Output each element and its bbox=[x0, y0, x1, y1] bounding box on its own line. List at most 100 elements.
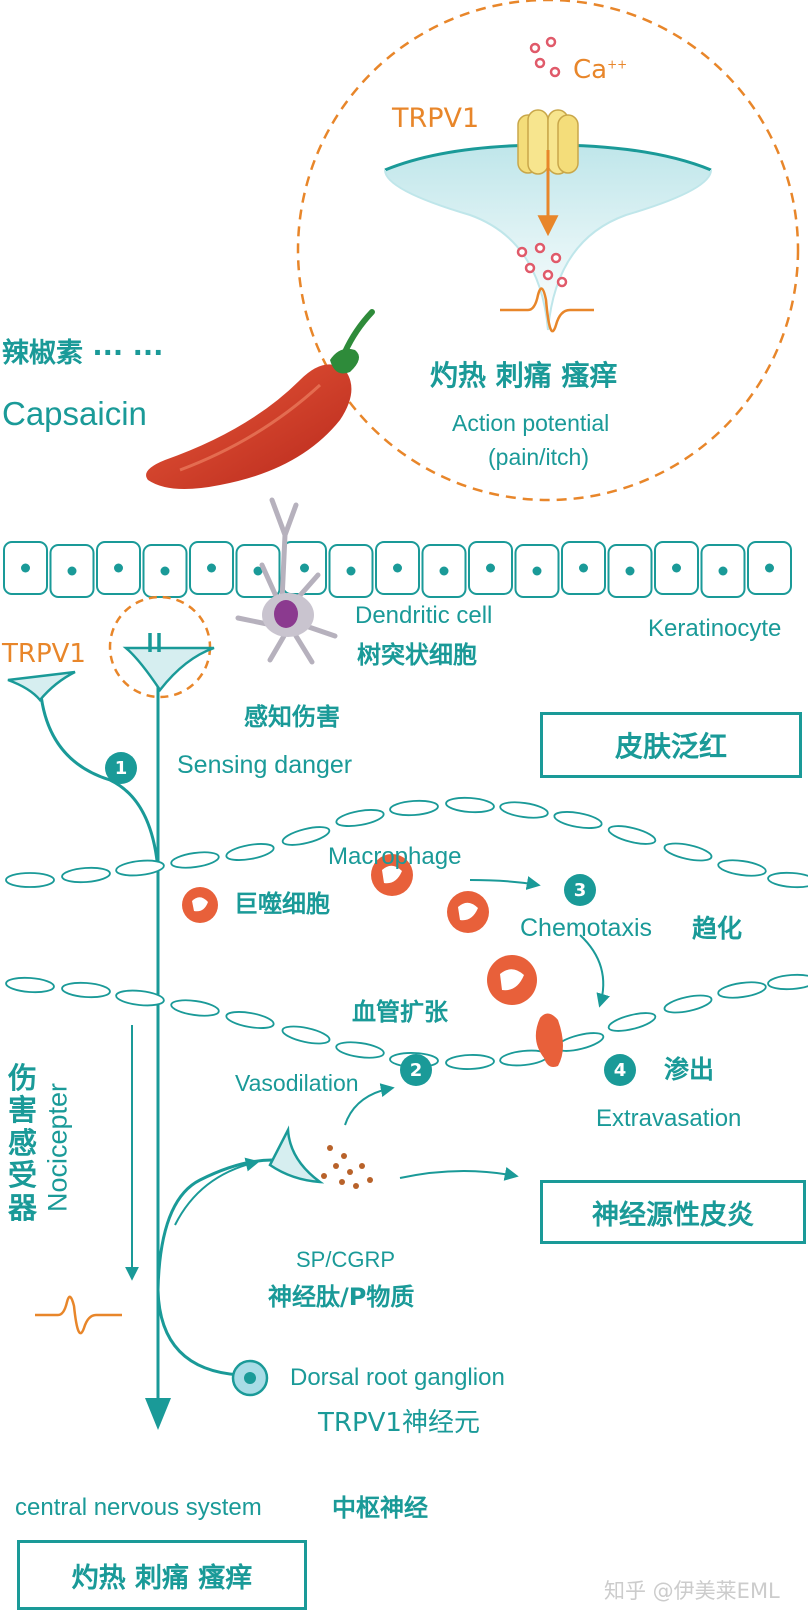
capsaicin-cn-label: 辣椒素 ··· ··· bbox=[2, 338, 164, 369]
vessel-wall-cell bbox=[553, 811, 603, 829]
vessel-wall-cell bbox=[663, 842, 713, 862]
cns-cn-label: 中枢神经 bbox=[332, 1494, 428, 1522]
keratinocyte-nucleus bbox=[207, 563, 216, 573]
vessel-wall-cell bbox=[663, 994, 713, 1014]
vessel-wall-cell bbox=[607, 825, 657, 845]
chili-pepper-icon bbox=[146, 309, 375, 489]
macrophage-cn-label: 巨噬细胞 bbox=[234, 890, 330, 918]
vessel-wall-cell bbox=[717, 981, 767, 999]
keratinocyte-nucleus bbox=[300, 563, 309, 573]
step-2-en-label: Vasodilation bbox=[235, 1070, 359, 1096]
vessel-wall-cell bbox=[225, 843, 275, 861]
vessel-wall-cell bbox=[115, 989, 165, 1007]
keratinocyte-nucleus bbox=[486, 563, 495, 573]
keratinocyte-nucleus bbox=[625, 566, 635, 576]
keratinocyte-nucleus bbox=[67, 566, 77, 576]
flow-arrows bbox=[174, 876, 610, 1226]
vessel-wall-cell bbox=[170, 851, 220, 869]
keratinocyte-nucleus bbox=[765, 563, 774, 573]
vessel-wall-cell bbox=[5, 976, 55, 994]
action-potential-wave-icon bbox=[500, 287, 594, 333]
vessel-wall-cell bbox=[115, 859, 165, 877]
sensation-label: 灼热 刺痛 瘙痒 bbox=[430, 359, 618, 392]
neurogenic-inflammation-box: 神经源性皮炎 bbox=[540, 1180, 806, 1244]
step-3-cn-label: 趋化 bbox=[692, 914, 743, 943]
nerve-ending-center-icon bbox=[122, 646, 215, 693]
drg-neuron-icon bbox=[231, 1359, 269, 1397]
sp-cgrp-label: SP/CGRP bbox=[296, 1247, 396, 1272]
nerve-ending-left-icon bbox=[7, 670, 76, 702]
vessel-wall-cell bbox=[767, 871, 808, 889]
step-2-cn-label: 血管扩张 bbox=[352, 998, 448, 1026]
bottom-sensation-box: 灼热 刺痛 瘙痒 bbox=[17, 1540, 307, 1610]
keratinocyte-nucleus bbox=[346, 566, 356, 576]
vessel-wall-cell bbox=[61, 981, 111, 999]
vessel-wall-cell bbox=[445, 1054, 495, 1070]
zoom-circle bbox=[296, 0, 800, 502]
nerve-fibers bbox=[38, 660, 273, 1400]
vessel-wall-cell bbox=[717, 859, 767, 877]
keratinocyte-nucleus bbox=[393, 563, 402, 573]
step-1-cn-label: 感知伤害 bbox=[244, 703, 340, 731]
pain-itch-label: (pain/itch) bbox=[488, 444, 589, 470]
trpv1-channel-icon bbox=[517, 109, 579, 175]
macrophage-en-label: Macrophage bbox=[328, 843, 462, 870]
step-1-en-label: Sensing danger bbox=[177, 751, 353, 779]
blood-vessel-walls bbox=[5, 796, 808, 1070]
trpv1-receptor-icon bbox=[148, 633, 161, 652]
release-ending-icon bbox=[268, 1125, 325, 1184]
step-1-badge: 1 bbox=[105, 752, 137, 784]
keratinocyte-nucleus bbox=[114, 563, 123, 573]
keratinocyte-label: Keratinocyte bbox=[648, 615, 782, 642]
cns-arrow-icon bbox=[145, 1398, 171, 1430]
keratinocyte-nucleus bbox=[160, 566, 170, 576]
vessel-wall-cell bbox=[5, 872, 55, 888]
neuropeptide-dots-icon bbox=[321, 1145, 373, 1189]
step-2-badge: 2 bbox=[400, 1054, 432, 1086]
keratinocyte-nucleus bbox=[439, 566, 449, 576]
keratinocyte-nucleus bbox=[253, 566, 263, 576]
trpv1-receptor-label: TRPV1 bbox=[2, 639, 86, 669]
neuropeptide-label: 神经肽/P物质 bbox=[268, 1283, 415, 1311]
vessel-wall-cell bbox=[225, 1011, 275, 1029]
vessel-wall-cell bbox=[445, 796, 495, 814]
vessel-wall-cell bbox=[335, 809, 385, 827]
keratinocyte-nucleus bbox=[718, 566, 728, 576]
drg-neuron-label: TRPV1神经元 bbox=[318, 1408, 480, 1438]
dendritic-cell-cn-label: 树突状细胞 bbox=[357, 641, 477, 669]
vessel-wall-cell bbox=[335, 1041, 385, 1059]
vessel-wall-cell bbox=[170, 999, 220, 1017]
watermark: 知乎 @伊美莱EML bbox=[604, 1579, 780, 1603]
action-potential-wave-small-icon bbox=[35, 1295, 122, 1335]
keratinocyte-nucleus bbox=[21, 563, 30, 573]
keratinocyte-nucleus bbox=[532, 566, 542, 576]
vessel-wall-cell bbox=[607, 1012, 657, 1032]
keratinocyte-layer bbox=[3, 541, 792, 598]
keratinocyte-nucleus bbox=[579, 563, 588, 573]
capsaicin-en-label: Capsaicin bbox=[2, 395, 147, 432]
drg-label: Dorsal root ganglion bbox=[290, 1364, 505, 1391]
step-4-cn-label: 渗出 bbox=[664, 1055, 715, 1084]
keratinocyte-nucleus bbox=[672, 563, 681, 573]
vessel-wall-cell bbox=[499, 801, 549, 819]
nociceptor-en-label: Nocicepter bbox=[42, 1082, 73, 1213]
nociceptor-cn-label: 伤害感受器 bbox=[8, 1061, 38, 1225]
dendritic-cell-en-label: Dendritic cell bbox=[355, 602, 493, 629]
calcium-ions-icon bbox=[529, 36, 561, 78]
calcium-label: Ca++ bbox=[573, 55, 628, 85]
vessel-wall-cell bbox=[281, 1025, 331, 1045]
vessel-wall-cell bbox=[767, 973, 808, 991]
intracellular-calcium-icon bbox=[516, 242, 568, 288]
step-4-badge: 4 bbox=[604, 1054, 636, 1086]
vessel-wall-cell bbox=[61, 866, 111, 884]
trpv1-channel-label: TRPV1 bbox=[392, 103, 480, 134]
step-3-badge: 3 bbox=[564, 874, 596, 906]
action-potential-label: Action potential bbox=[452, 410, 610, 436]
skin-flush-box: 皮肤泛红 bbox=[540, 712, 802, 778]
vessel-wall-cell bbox=[389, 799, 439, 817]
step-3-en-label: Chemotaxis bbox=[520, 914, 652, 942]
nerve-terminal-membrane bbox=[385, 145, 711, 330]
macrophage-cells-icon bbox=[182, 854, 563, 1067]
